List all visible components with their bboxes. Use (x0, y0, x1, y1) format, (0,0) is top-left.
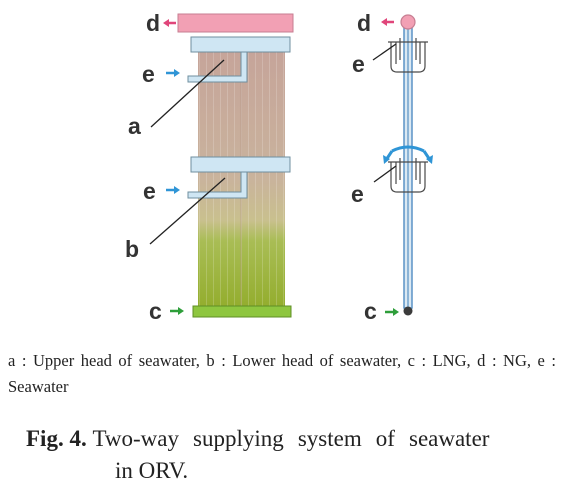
orv-diagram: d e a e b c (125, 10, 433, 324)
side-ng-outlet-ball (400, 14, 416, 30)
label-e-upper-side: e (352, 51, 365, 77)
seawater-in-arrow-upper-icon (166, 69, 180, 77)
caption-line-1: Two-way supplying system of seawater (92, 426, 490, 451)
ng-out-arrow-icon (163, 19, 176, 27)
orv-front-view: d e a e b c (125, 10, 294, 324)
side-leader-lower (373, 165, 397, 183)
ng-outlet-header (177, 13, 294, 33)
seawater-in-arrow-lower-icon (166, 186, 180, 194)
label-e-lower-front: e (143, 178, 156, 204)
lng-inlet-header (192, 305, 292, 318)
upper-seawater-pipe (187, 51, 248, 83)
label-a: a (128, 113, 141, 139)
lower-seawater-pipe (187, 171, 248, 199)
side-lng-inlet-node (403, 306, 413, 316)
side-lng-in-arrow-icon (385, 308, 399, 316)
label-e-lower-side: e (351, 181, 364, 207)
label-c-front: c (149, 298, 162, 324)
lng-in-arrow-icon (170, 307, 184, 315)
lower-seawater-head (190, 156, 291, 173)
upper-seawater-head (190, 36, 291, 53)
leader-line-a (150, 59, 225, 128)
label-e-upper-front: e (142, 61, 155, 87)
side-upper-trough (388, 38, 428, 73)
side-ng-out-arrow-icon (381, 18, 394, 26)
side-lower-trough (388, 158, 428, 193)
orv-side-view: d e e c (351, 10, 433, 324)
caption-line-2: in ORV. (115, 458, 189, 483)
side-leader-upper (372, 43, 397, 61)
figure-legend: a : Upper head of seawater, b : Lower he… (8, 351, 556, 396)
label-d-side: d (357, 10, 371, 36)
label-b: b (125, 236, 139, 262)
seawater-overflow-icon (383, 145, 433, 164)
leader-line-b (149, 177, 226, 245)
label-c-side: c (364, 298, 377, 324)
label-d-front: d (146, 10, 160, 36)
figure-number: Fig. 4. (26, 426, 87, 451)
